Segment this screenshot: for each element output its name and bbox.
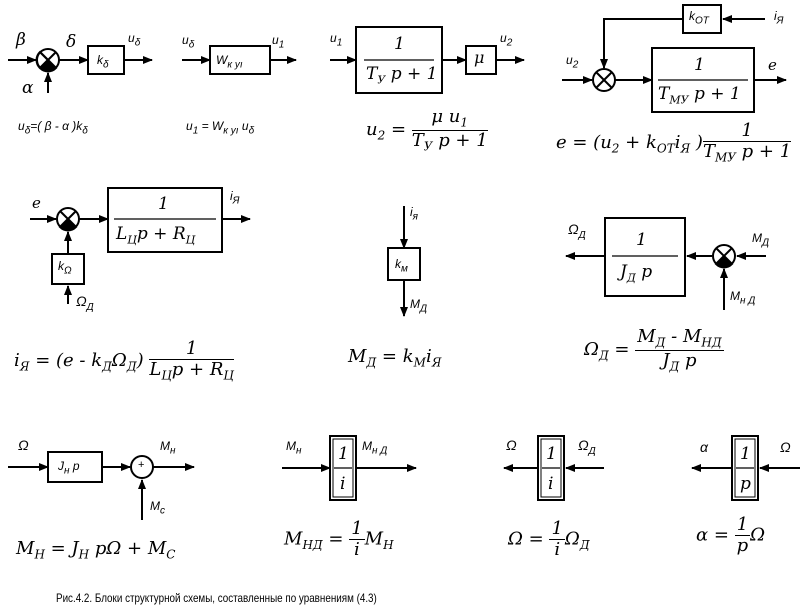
block3-output-label: u2 bbox=[500, 31, 513, 49]
block8-input-label: Ω bbox=[18, 437, 29, 453]
block4-feedback-input: iЯ bbox=[774, 9, 784, 27]
block3-denominator: TУ p + 1 bbox=[366, 64, 438, 87]
block8-block-label: Jн p bbox=[58, 459, 80, 477]
block1-delta-label: δ bbox=[66, 32, 77, 52]
block7-denominator: JД p bbox=[620, 262, 653, 285]
block2-transfer-label: Wк уı bbox=[216, 53, 243, 71]
block8-load-input-label: Mс bbox=[150, 499, 165, 517]
block4-denominator: TМУ p + 1 bbox=[658, 84, 741, 107]
block4-diagram bbox=[562, 4, 787, 113]
block5-numerator: 1 bbox=[158, 194, 169, 214]
block11-diagram bbox=[691, 435, 800, 501]
block5-denominator: LЦp + RЦ bbox=[116, 224, 196, 247]
block3-diagram bbox=[330, 26, 525, 94]
block6-diagram bbox=[387, 206, 421, 317]
block9-diagram bbox=[282, 435, 417, 501]
block10-output-label: Ω bbox=[506, 437, 517, 453]
block5-diagram bbox=[30, 187, 251, 304]
block1-equation: uδ=( β - α )kδ bbox=[18, 119, 88, 137]
block2-diagram bbox=[182, 45, 297, 75]
block5-output-label: iЯ bbox=[230, 189, 240, 207]
block5-input-label: e bbox=[32, 194, 41, 212]
block10-diagram bbox=[503, 435, 604, 501]
block4-input-label: u2 bbox=[566, 53, 579, 71]
block8-output-label: Mн bbox=[160, 439, 176, 457]
block7-diagram bbox=[565, 217, 766, 310]
block11-input-label: Ω bbox=[780, 439, 791, 455]
block6-equation: MД = kМiЯ bbox=[348, 346, 442, 370]
block4-output-label: e bbox=[768, 56, 777, 74]
block2-input-label: uδ bbox=[182, 33, 195, 51]
figure-caption: Рис.4.2. Блоки структурной схемы, состав… bbox=[56, 591, 377, 605]
block5-feedback-input: ΩД bbox=[76, 293, 94, 313]
block2-output-label: u1 bbox=[272, 33, 285, 51]
block11-denominator: p bbox=[740, 474, 751, 494]
block7-load-input-label: Mн Д bbox=[730, 289, 756, 307]
block3-mu-gain: μ bbox=[474, 48, 485, 67]
block10-denominator: i bbox=[548, 474, 554, 494]
block6-output-label: MД bbox=[410, 297, 428, 315]
block10-numerator: 1 bbox=[546, 444, 557, 464]
block9-input-label: Mн bbox=[286, 439, 302, 457]
block3-numerator: 1 bbox=[394, 34, 405, 54]
block9-output-label: Mн Д bbox=[362, 439, 388, 457]
block1-input-alpha: α bbox=[22, 78, 34, 98]
block1-output-label: uδ bbox=[128, 31, 141, 49]
block4-numerator: 1 bbox=[694, 55, 705, 75]
block7-input-label: MД bbox=[752, 231, 770, 249]
block1-diagram bbox=[8, 45, 153, 93]
block2-equation: u1 = Wк уı uδ bbox=[186, 119, 255, 137]
block4-feedback-gain: kОТ bbox=[689, 9, 709, 27]
block11-numerator: 1 bbox=[740, 444, 751, 464]
block8-sum-sign: + bbox=[138, 459, 145, 471]
block8-diagram bbox=[8, 451, 195, 520]
block1-input-beta: β bbox=[16, 30, 26, 50]
block8-equation: MН = JН pΩ + MC bbox=[16, 538, 176, 562]
block7-numerator: 1 bbox=[636, 230, 647, 250]
block9-numerator: 1 bbox=[338, 444, 349, 464]
block9-denominator: i bbox=[340, 474, 346, 494]
block5-feedback-gain: kΩ bbox=[58, 259, 72, 277]
block3-input-label: u1 bbox=[330, 31, 343, 49]
block10-input-label: ΩД bbox=[578, 437, 596, 457]
block11-output-label: α bbox=[700, 439, 708, 455]
block1-gain-label: kδ bbox=[97, 53, 109, 71]
block6-input-label: iя bbox=[410, 205, 419, 223]
block6-gain-label: kм bbox=[395, 257, 408, 275]
block7-output-label: ΩД bbox=[568, 221, 586, 241]
